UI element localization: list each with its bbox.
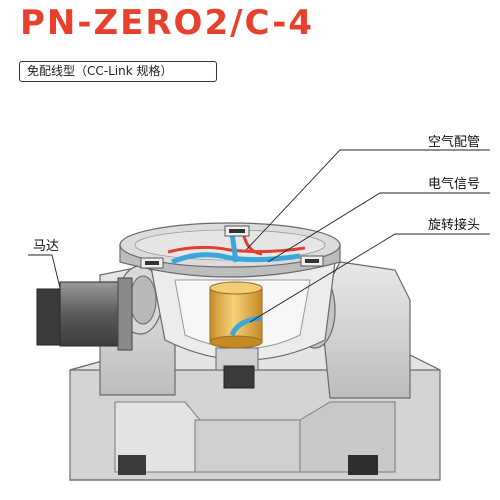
spec-subtitle-box: 免配线型（CC-Link 规格）: [19, 61, 217, 82]
base-foot-right: [348, 455, 378, 475]
leader-electric-signal: [267, 192, 490, 263]
callout-electric-signal: 电气信号: [428, 177, 481, 192]
base-foot-left: [118, 455, 146, 475]
rotary-joint: [209, 281, 263, 349]
leader-lines: [28, 149, 490, 323]
leader-air-piping: [245, 149, 490, 251]
air-and-signal-pipes: [167, 232, 306, 265]
lower-spindle: [215, 347, 259, 389]
rotary-table-disk: [119, 222, 341, 278]
table-clamps: [140, 225, 324, 269]
callout-air-piping: 空气配管: [428, 135, 481, 150]
callout-motor: 马达: [33, 239, 60, 254]
product-model-title: PN-ZERO2/C-4: [20, 3, 315, 43]
motor-body: [36, 277, 133, 351]
leader-rotary-joint: [249, 233, 490, 323]
callout-rotary-joint: 旋转接头: [428, 218, 481, 233]
leader-motor: [28, 254, 61, 289]
